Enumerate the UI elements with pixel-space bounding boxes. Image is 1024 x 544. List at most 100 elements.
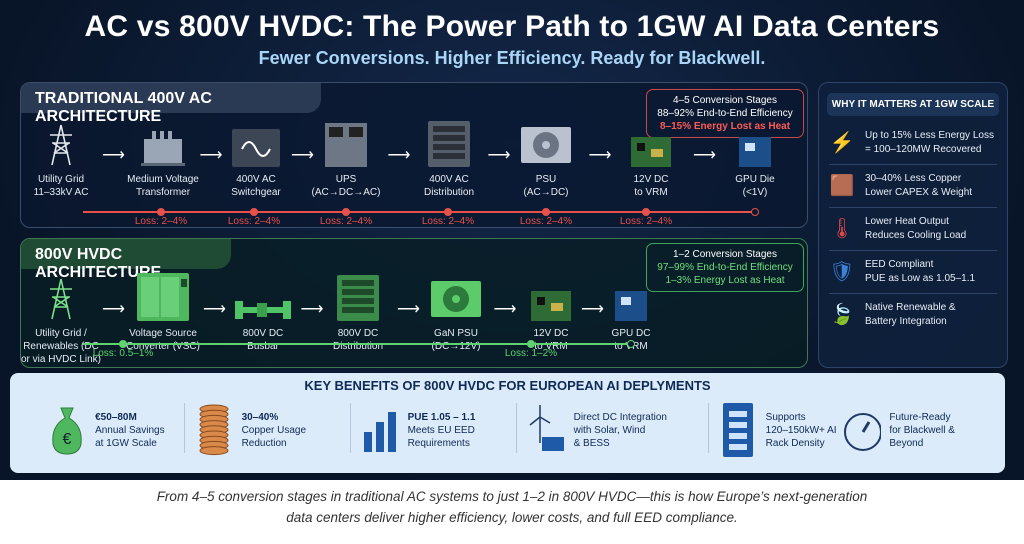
timeline-end-marker <box>627 340 635 348</box>
loss-marker <box>527 340 535 348</box>
ac-panel-header: TRADITIONAL 400V AC ARCHITECTURE <box>21 83 321 125</box>
hvdc-stat-heat: 1–3% Energy Lost as Heat <box>665 275 785 286</box>
hvdc-panel-header: 800V HVDC ARCHITECTURE <box>21 239 231 281</box>
timeline-end-marker <box>751 208 759 216</box>
why-item-line: Lower Heat Output <box>865 216 949 227</box>
distribution-rack-icon <box>394 121 504 167</box>
why-list: ⚡Up to 15% Less Energy Loss= 100–120MW R… <box>819 122 1007 336</box>
loss-label: Loss: 2–4% <box>227 216 281 227</box>
loss-marker <box>642 208 650 216</box>
loss-marker <box>342 208 350 216</box>
benefit-line: Copper Usage <box>241 424 307 436</box>
stage-label: 12V DC <box>633 174 669 185</box>
stage-label: Transformer <box>135 187 191 198</box>
arrow-right-icon: ⟶ <box>588 147 612 164</box>
psu-icon <box>491 123 601 167</box>
loss-label: Loss: 0.5–1% <box>92 348 154 359</box>
stage-label: 400V AC <box>429 174 469 185</box>
why-item-line: PUE as Low as 1.05–1.1 <box>865 273 976 284</box>
shield-check-icon: 🛡 <box>829 261 855 283</box>
loss-marker <box>157 208 165 216</box>
gauge-icon <box>841 402 882 458</box>
benefit-line: Reduction <box>241 437 287 449</box>
benefit-line: Beyond <box>889 437 924 449</box>
why-item-text: Up to 15% Less Energy Loss= 100–120MW Re… <box>865 129 994 157</box>
svg-text:€: € <box>63 431 72 448</box>
page-subtitle: Fewer Conversions. Higher Efficiency. Re… <box>258 48 766 68</box>
arrow-right-icon: ⟶ <box>291 147 314 164</box>
loss-label: Loss: 2–4% <box>421 216 475 227</box>
page-title: AC vs 800V HVDC: The Power Path to 1GW A… <box>84 10 940 43</box>
benefit-line: 120–150kW+ AI <box>765 424 837 436</box>
why-item-line: 30–40% Less Copper <box>865 173 962 184</box>
stage-label: Renewables (DC <box>23 341 99 352</box>
stage-label: Busbar <box>247 341 279 352</box>
benefit-line: at 1GW Scale <box>95 437 157 449</box>
loss-marker <box>444 208 452 216</box>
why-item-line: Battery Integration <box>865 316 947 327</box>
stage-label: (AC→DC→AC) <box>311 187 381 198</box>
benefit-line: Meets EU EED <box>407 424 475 436</box>
gpu-die-icon <box>700 123 810 167</box>
benefit-line: for Blackwell & <box>889 424 955 436</box>
benefit-line: €50–80M <box>95 411 137 423</box>
why-item-line: Up to 15% Less Energy Loss <box>865 130 994 141</box>
stage-label: 400V AC <box>236 174 276 185</box>
money-bag-icon: € <box>47 402 87 458</box>
loss-marker <box>250 208 258 216</box>
loss-label: Loss: 2–4% <box>319 216 373 227</box>
stage-ups: UPS(AC→DC→AC) <box>291 123 401 199</box>
stage-label: Converter (VSC) <box>126 341 200 352</box>
stage-label: Medium Voltage <box>127 174 199 185</box>
benefit-line: Future-Ready <box>889 411 951 423</box>
stage-label: Voltage Source <box>129 328 197 339</box>
copper-coil-icon: 🟫 <box>829 175 855 197</box>
loss-marker <box>542 208 550 216</box>
stage-psu: GaN PSU(DC→12V) <box>401 277 511 353</box>
divider <box>183 403 185 453</box>
benefit-line: Annual Savings <box>95 424 165 436</box>
why-item-line: Native Renewable & <box>865 302 956 313</box>
leaf-icon: 🍃 <box>829 304 855 326</box>
ac-stat-heat: 8–15% Energy Lost as Heat <box>659 121 791 132</box>
transmission-tower-icon <box>6 123 116 167</box>
server-rack-icon <box>718 402 758 458</box>
stage-label: Utility Grid / <box>35 328 87 339</box>
ac-stat-stages: 4–5 Conversion Stages <box>673 95 777 106</box>
benefit-line: & BESS <box>573 437 610 449</box>
loss-timeline <box>83 343 631 345</box>
distribution-rack-icon <box>303 275 413 321</box>
benefit-line: PUE 1.05 – 1.1 <box>407 411 476 423</box>
key-benefits-panel: KEY BENEFITS OF 800V HVDC FOR EUROPEAN A… <box>10 373 1005 473</box>
stage-label: (<1V) <box>742 187 768 198</box>
vrm-board-icon <box>596 123 706 167</box>
bar-chart-icon <box>360 402 400 458</box>
arrow-right-icon: ⟶ <box>102 147 125 164</box>
arrow-right-icon: ⟶ <box>693 147 716 164</box>
benefit-line: Requirements <box>407 437 470 449</box>
loss-marker <box>119 340 127 348</box>
wind-solar-icon <box>526 402 566 458</box>
why-item-line: EED Compliant <box>865 259 934 270</box>
caption-line-1: From 4–5 conversion stages in traditiona… <box>156 489 868 504</box>
benefit-line: Supports <box>765 411 806 423</box>
ups-icon <box>291 123 401 167</box>
arrow-right-icon: ⟶ <box>581 301 604 318</box>
arrow-right-icon: ⟶ <box>300 301 324 318</box>
copper-coil-icon <box>194 402 234 458</box>
benefits-title: KEY BENEFITS OF 800V HVDC FOR EUROPEAN A… <box>304 378 711 393</box>
arrow-right-icon: ⟶ <box>487 147 511 164</box>
stage-label: Utility Grid <box>37 174 85 185</box>
